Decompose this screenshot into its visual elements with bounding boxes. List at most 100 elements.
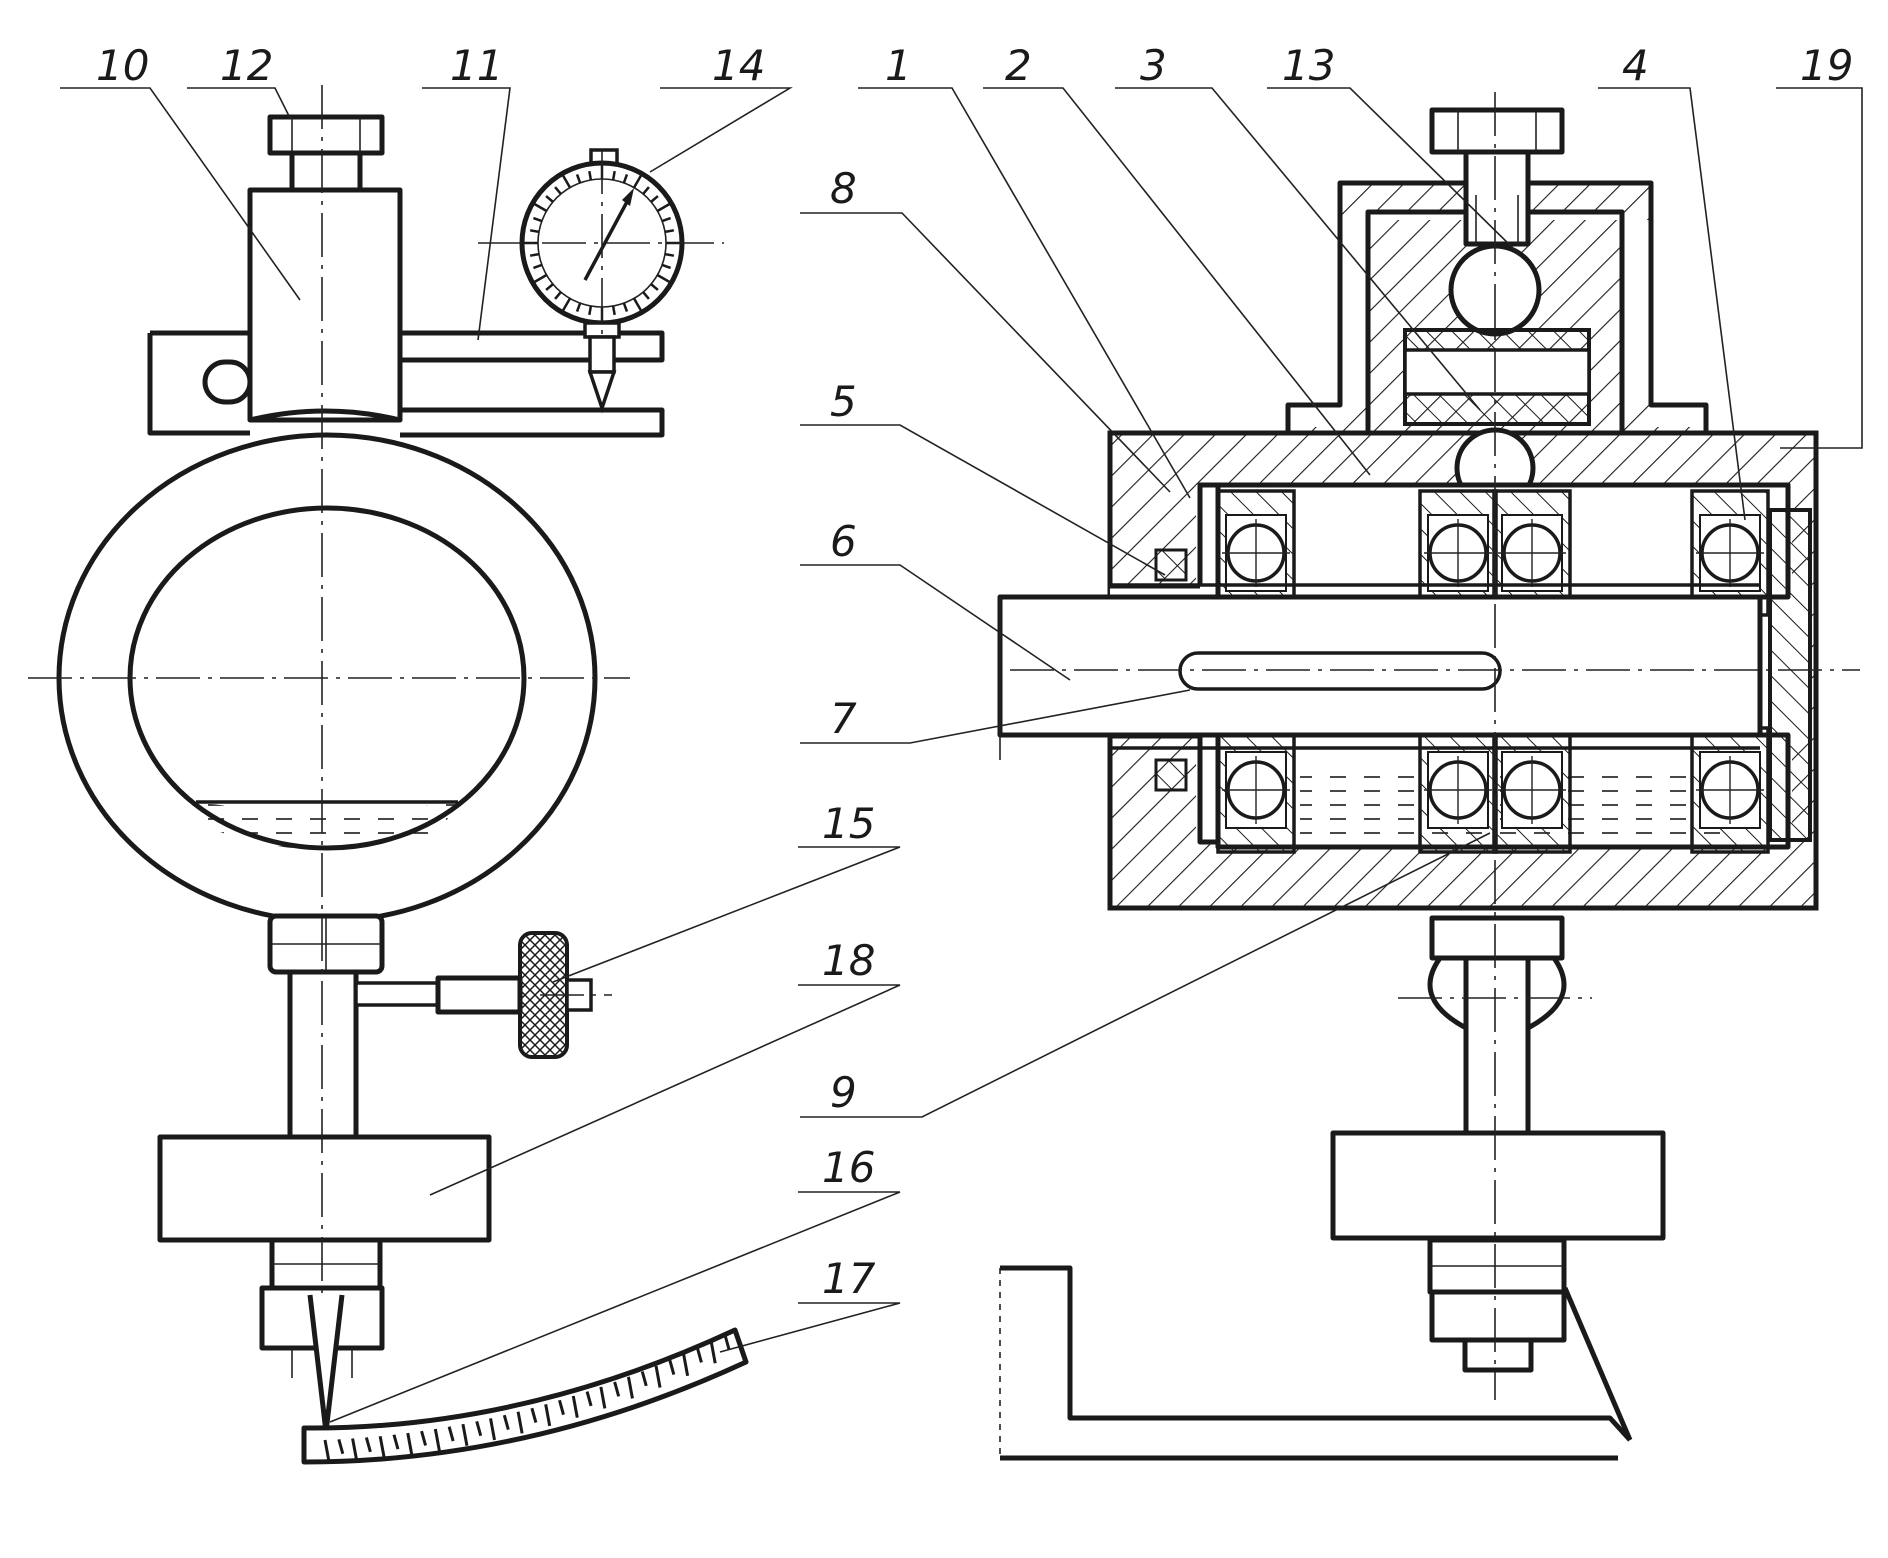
scale-tick xyxy=(695,1347,703,1363)
callout-11: 11 xyxy=(450,41,503,90)
dial-tick xyxy=(656,202,671,213)
dial-tick xyxy=(588,170,593,181)
callout-16: 16 xyxy=(822,1143,875,1192)
dial-tick xyxy=(545,283,554,291)
scale-tick xyxy=(613,1381,621,1397)
scale-tick xyxy=(558,1399,565,1416)
dial-tick xyxy=(661,263,672,270)
ring-nut xyxy=(267,913,385,975)
scale-tick xyxy=(599,1386,607,1409)
callout-13: 13 xyxy=(1282,41,1335,90)
knurled-knob xyxy=(354,931,593,1059)
dial-tick xyxy=(622,302,629,313)
scale-tick xyxy=(461,1423,469,1446)
scale-tick xyxy=(654,1365,662,1388)
left-view xyxy=(28,85,749,1465)
callout-6: 6 xyxy=(830,517,857,566)
end-cover xyxy=(1768,508,1812,842)
lower-nuts xyxy=(1427,1237,1567,1373)
dial-tick xyxy=(529,252,540,257)
dial-tick xyxy=(632,297,643,312)
scale-tick xyxy=(571,1395,579,1418)
dial-tick xyxy=(545,195,554,203)
dial-tick xyxy=(650,283,659,291)
dial-tick xyxy=(632,174,643,189)
callout-17: 17 xyxy=(822,1254,876,1303)
scale-tick xyxy=(640,1371,648,1387)
bearing xyxy=(1216,489,1296,617)
dial-tick xyxy=(642,186,650,195)
callout-18: 18 xyxy=(822,936,875,985)
bearing xyxy=(1492,489,1572,617)
mounting-post xyxy=(247,187,403,423)
dial-tick xyxy=(529,229,540,234)
dial-tick xyxy=(611,305,616,316)
scale-tick xyxy=(682,1353,690,1377)
adjusting-bolt xyxy=(267,114,385,194)
callout-3: 3 xyxy=(1140,41,1167,90)
dial-tick xyxy=(611,170,616,181)
top-cap xyxy=(1285,107,1709,433)
base-bracket xyxy=(999,1265,1633,1461)
curved-scale xyxy=(301,1327,749,1465)
scale-tick xyxy=(544,1404,552,1427)
dial-tick xyxy=(622,173,629,184)
callout-8: 8 xyxy=(830,164,857,213)
callout-4: 4 xyxy=(1622,41,1649,90)
ball-bearings xyxy=(1216,489,1770,854)
scale-tick xyxy=(489,1418,496,1441)
dial-tick xyxy=(532,216,543,223)
scale-tick xyxy=(723,1334,731,1350)
dial-tick xyxy=(532,263,543,270)
dial-tick xyxy=(554,186,562,195)
dial-tick xyxy=(661,216,672,223)
scale-tick xyxy=(406,1432,414,1455)
vertical-rod xyxy=(287,969,359,1140)
dial-tick xyxy=(664,229,675,234)
scale-tick xyxy=(516,1411,524,1434)
scale-tick xyxy=(709,1341,717,1364)
scale-tick xyxy=(433,1428,441,1451)
scale-tick xyxy=(364,1437,372,1453)
scale-tick xyxy=(668,1359,676,1375)
leader-lines xyxy=(60,87,1863,1423)
dial-tick xyxy=(561,297,572,312)
callout-5: 5 xyxy=(830,377,857,426)
dial-tick xyxy=(533,273,548,284)
dial-tick xyxy=(554,291,562,300)
callout-2: 2 xyxy=(1005,41,1032,90)
right-view xyxy=(997,92,1860,1461)
scale-tick xyxy=(392,1434,400,1450)
scale-tick xyxy=(626,1376,634,1399)
callout-10: 10 xyxy=(96,41,149,90)
scale-tick xyxy=(337,1438,345,1455)
callout-15: 15 xyxy=(822,799,875,848)
dial-tick xyxy=(533,202,548,213)
dial-tick xyxy=(642,291,650,300)
scale-tick xyxy=(585,1391,593,1407)
dial-tick xyxy=(588,305,593,316)
weight-block xyxy=(157,1134,492,1243)
callout-19: 19 xyxy=(1800,41,1853,90)
lower-weight-block xyxy=(1330,1130,1666,1241)
dial-tick xyxy=(664,252,675,257)
scale-tick xyxy=(323,1439,331,1462)
pointer-needle xyxy=(259,1237,385,1435)
scale-tick xyxy=(475,1420,483,1437)
scale-tick xyxy=(420,1430,427,1446)
dial-tick xyxy=(656,273,671,284)
lower-ball-joint xyxy=(1427,915,1567,1136)
indicator-arm xyxy=(147,330,665,438)
scale-tick xyxy=(530,1407,538,1423)
shaft xyxy=(997,583,1763,760)
scale-tick xyxy=(447,1426,455,1442)
callout-7: 7 xyxy=(830,694,857,743)
scale-tick xyxy=(351,1438,359,1461)
callout-9: 9 xyxy=(830,1068,857,1117)
callout-labels: 10 12 11 14 1 2 3 13 4 19 8 5 6 7 9 15 1… xyxy=(96,41,1853,1303)
dial-tick xyxy=(575,173,582,184)
scale-tick xyxy=(502,1414,510,1430)
callout-12: 12 xyxy=(220,41,273,90)
dial-tick xyxy=(650,195,659,203)
